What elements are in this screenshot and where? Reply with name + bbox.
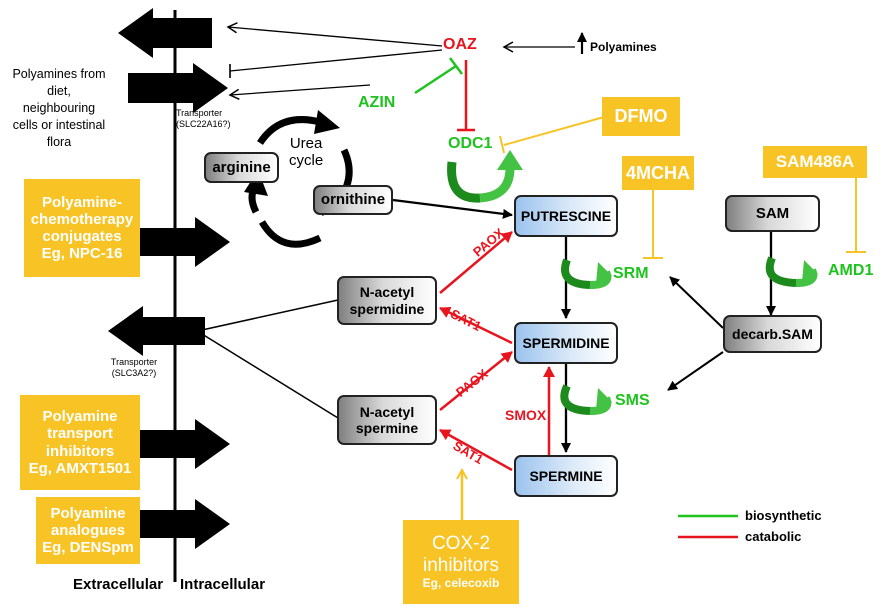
odc1-label: ODC1 bbox=[448, 135, 493, 152]
transport-arrow-out-bottom bbox=[108, 306, 205, 356]
cox2-inhibitors-box: COX-2 inhibitors Eg, celecoxib bbox=[403, 520, 519, 604]
dfmo-box: DFMO bbox=[602, 97, 680, 136]
polyamine-sources-text: Polyamines from diet, neighbouring cells… bbox=[12, 67, 106, 149]
oaz-label: OAZ bbox=[443, 36, 477, 53]
amd1-label: AMD1 bbox=[828, 262, 874, 279]
ornithine-box: ornithine bbox=[313, 185, 393, 215]
azin-label: AZIN bbox=[358, 94, 396, 111]
legend-catabolic-label: catabolic bbox=[745, 529, 802, 544]
urea-cycle-label: Urea cycle bbox=[289, 135, 324, 169]
transporter-top-label: Transporter (SLC22A16?) bbox=[176, 108, 231, 129]
decarb-sam-box: decarb.SAM bbox=[723, 315, 822, 353]
extracellular-label: Extracellular bbox=[73, 576, 164, 593]
4mcha-box: 4MCHA bbox=[622, 156, 694, 190]
sam-box: SAM bbox=[725, 195, 820, 232]
polyamines-up-label: Polyamines bbox=[590, 40, 657, 54]
transport-arrow-in-transport-inhibitors bbox=[138, 419, 230, 469]
transport-arrow-out-top bbox=[118, 8, 212, 58]
intracellular-label: Intracellular bbox=[180, 576, 266, 593]
transport-arrow-in-top bbox=[128, 63, 228, 113]
sms-label: SMS bbox=[615, 392, 650, 409]
spermidine-box: SPERMIDINE bbox=[514, 322, 618, 364]
putrescine-box: PUTRESCINE bbox=[514, 195, 618, 237]
arginine-box: arginine bbox=[204, 152, 279, 183]
polyamine-transport-inhibitors-box: Polyamine transport inhibitors Eg, AMXT1… bbox=[20, 395, 140, 490]
srm-label: SRM bbox=[613, 265, 649, 282]
transport-arrow-in-conjugates bbox=[138, 217, 230, 267]
legend-biosynthetic-label: biosynthetic bbox=[745, 508, 822, 523]
sam486a-box: SAM486A bbox=[763, 146, 867, 178]
transporter-bottom-label: Transporter (SLC3A2?) bbox=[110, 357, 158, 378]
polyamine-analogues-box: Polyamine analogues Eg, DENSpm bbox=[36, 497, 140, 564]
spermine-box: SPERMINE bbox=[514, 455, 618, 497]
smox-label: SMOX bbox=[505, 407, 547, 423]
transport-arrow-in-analogues bbox=[138, 499, 230, 549]
polyamine-chemotherapy-conjugates-box: Polyamine- chemotherapy conjugates Eg, N… bbox=[24, 179, 140, 277]
